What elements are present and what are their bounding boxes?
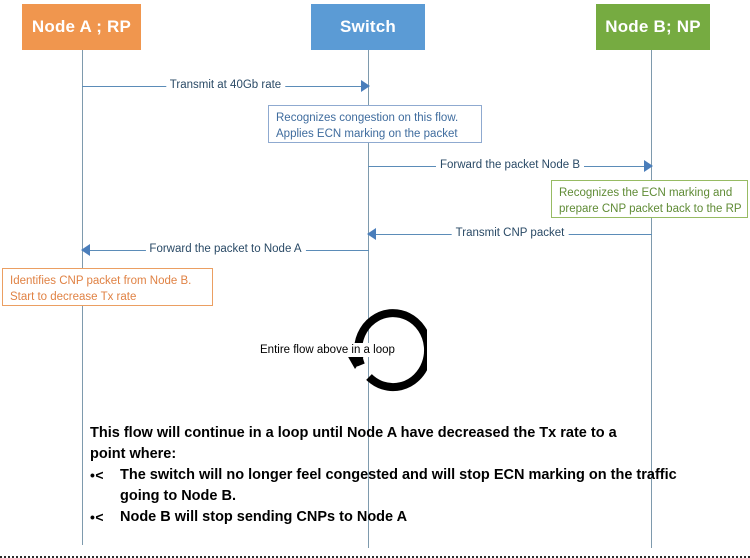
loop-label: Entire flow above in a loop bbox=[258, 343, 397, 357]
lifeline-node-b bbox=[651, 50, 652, 548]
actor-switch-label: Switch bbox=[340, 16, 396, 36]
summary-bullet-list: •< The switch will no longer feel conges… bbox=[90, 465, 690, 528]
note-node-b-line-1: Recognizes the ECN marking and bbox=[559, 187, 733, 199]
summary-bullet-text: The switch will no longer feel congested… bbox=[120, 467, 677, 504]
actor-switch[interactable]: Switch bbox=[311, 4, 425, 50]
actor-node-a[interactable]: Node A ; RP bbox=[22, 4, 141, 50]
message-forward-to-node-b[interactable]: Forward the packet Node B bbox=[368, 157, 653, 174]
summary-block: This flow will continue in a loop until … bbox=[90, 423, 690, 528]
actor-node-b-label: Node B; NP bbox=[605, 16, 701, 36]
message-transmit-40gb[interactable]: Transmit at 40Gb rate bbox=[82, 77, 370, 94]
actor-node-a-label: Node A ; RP bbox=[31, 16, 132, 36]
note-node-b[interactable]: Recognizes the ECN marking and prepare C… bbox=[551, 180, 748, 218]
message-transmit-cnp-label: Transmit CNP packet bbox=[451, 225, 569, 242]
slide-bottom-edge bbox=[0, 556, 750, 558]
bullet-marker-icon: •< bbox=[90, 467, 105, 483]
arrowhead-left-icon bbox=[81, 244, 90, 256]
message-transmit-40gb-label: Transmit at 40Gb rate bbox=[165, 77, 286, 94]
note-node-a-line-2: Start to decrease Tx rate bbox=[10, 291, 137, 303]
message-forward-to-node-a-label: Forward the packet to Node A bbox=[145, 241, 306, 258]
message-forward-to-node-a[interactable]: Forward the packet to Node A bbox=[81, 241, 369, 258]
note-switch-line-1: Recognizes congestion on this flow. bbox=[276, 112, 459, 124]
note-switch[interactable]: Recognizes congestion on this flow. Appl… bbox=[268, 105, 482, 143]
message-forward-to-node-b-label: Forward the packet Node B bbox=[436, 157, 584, 174]
lifeline-switch bbox=[368, 50, 369, 548]
arrowhead-right-icon bbox=[644, 160, 653, 172]
note-node-a[interactable]: Identifies CNP packet from Node B. Start… bbox=[2, 268, 213, 306]
summary-bullet-text: Node B will stop sending CNPs to Node A bbox=[120, 509, 408, 525]
message-transmit-cnp[interactable]: Transmit CNP packet bbox=[367, 225, 652, 242]
summary-bullet-item: •< The switch will no longer feel conges… bbox=[90, 465, 690, 507]
arrowhead-left-icon bbox=[367, 228, 376, 240]
summary-intro: This flow will continue in a loop until … bbox=[90, 425, 617, 462]
arrowhead-right-icon bbox=[361, 80, 370, 92]
note-switch-line-2: Applies ECN marking on the packet bbox=[276, 128, 458, 140]
summary-bullet-item: •< Node B will stop sending CNPs to Node… bbox=[90, 507, 690, 528]
actor-node-b[interactable]: Node B; NP bbox=[596, 4, 710, 50]
note-node-a-line-1: Identifies CNP packet from Node B. bbox=[10, 275, 192, 287]
bullet-marker-icon: •< bbox=[90, 509, 105, 525]
note-node-b-line-2: prepare CNP packet back to the RP bbox=[559, 203, 742, 215]
